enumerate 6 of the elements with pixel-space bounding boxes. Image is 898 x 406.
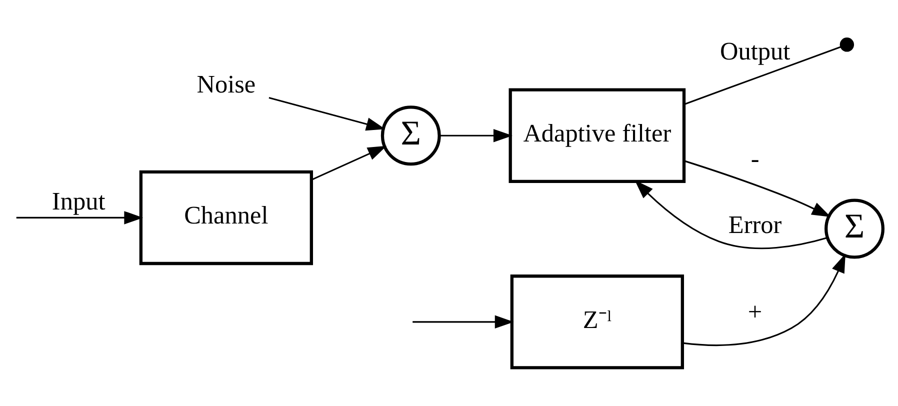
edge-label: Error	[728, 210, 782, 239]
edge-label: +	[748, 298, 762, 326]
edge-label: -	[750, 144, 760, 172]
node-text: Noise	[196, 70, 256, 98]
edge-label: Output	[720, 37, 790, 66]
edge-label: Input	[52, 187, 106, 215]
